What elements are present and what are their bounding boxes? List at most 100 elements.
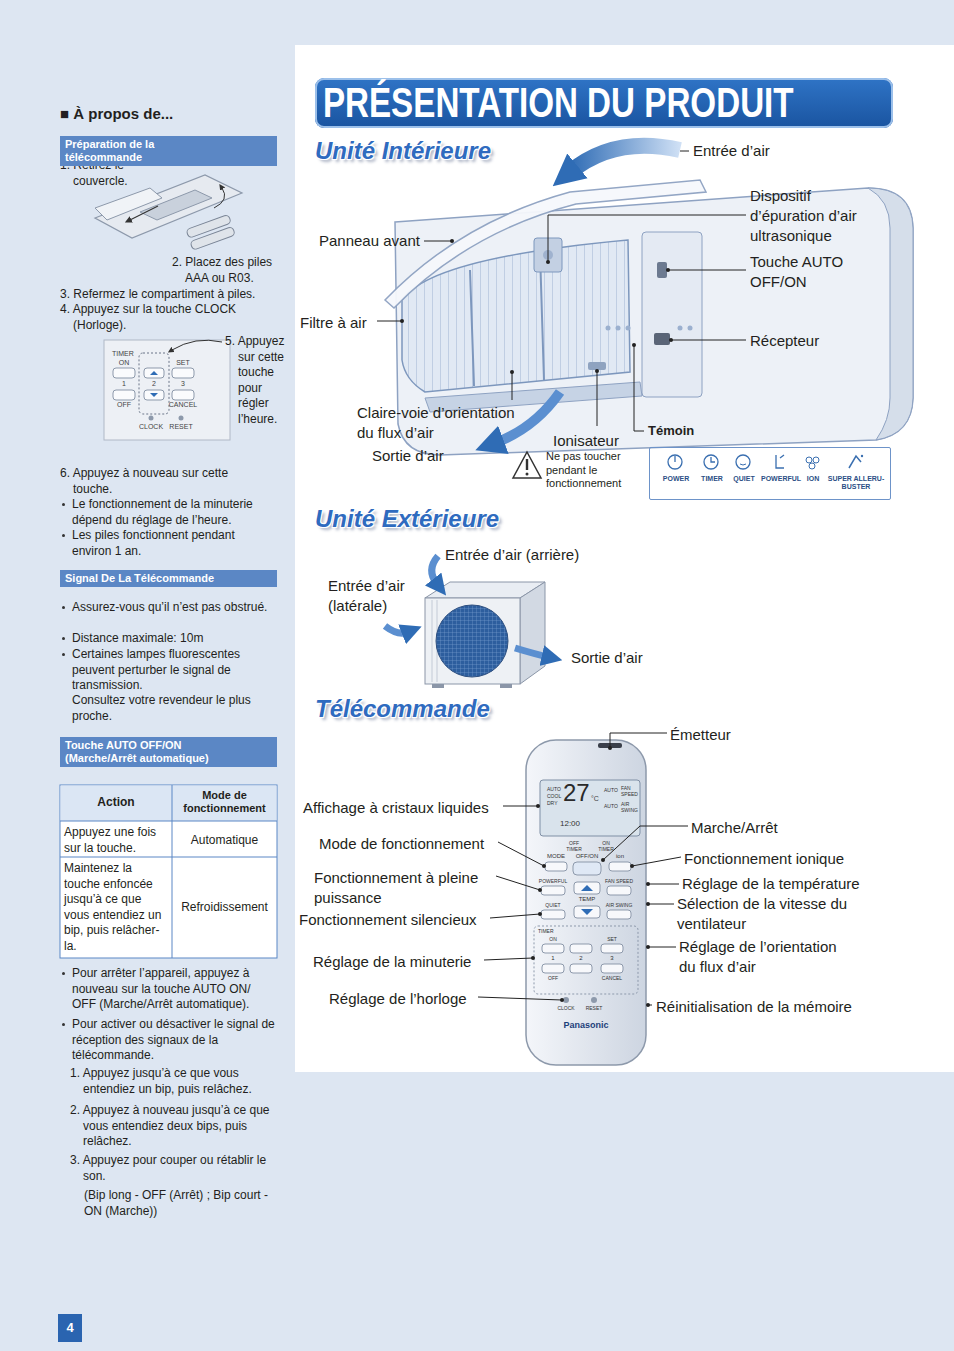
remote-control [609, 862, 631, 871]
leader-dots [666, 268, 670, 272]
air-arrow [432, 556, 438, 584]
remote-marking: °C [591, 795, 599, 803]
remote-control [591, 997, 597, 1003]
outdoor-unit [425, 582, 545, 688]
section-heading: Unité Intérieure [315, 136, 491, 166]
callout-label: Mode de fonctionnement [319, 834, 484, 854]
button-label: SET [172, 359, 194, 367]
button-label: RESET [166, 423, 196, 431]
button-label: CANCEL [166, 401, 200, 409]
remote-clock-illustration [172, 368, 194, 378]
indicator-panel-art [668, 455, 682, 469]
callout-label: Récepteur [750, 331, 819, 351]
indicator-panel-art [668, 455, 863, 469]
body-text: 3. Appuyez pour couper ou rétablir le so… [70, 1153, 275, 1184]
leader-lines [498, 842, 544, 866]
bullet-dot [62, 972, 65, 975]
section-band: Signal De La Télécommande [60, 570, 277, 587]
bullet-dot [62, 606, 65, 609]
indicator-panel-art [704, 455, 718, 469]
indoor-unit [657, 262, 667, 278]
leader-lines [377, 321, 402, 322]
page-title: PRÉSENTATION DU PRODUIT [315, 78, 772, 128]
remote-marking: AIR SWING [621, 801, 639, 813]
indicator-label: TIMER [692, 475, 732, 483]
leader-dots [536, 804, 540, 808]
body-text: ■ À propos de... [60, 105, 173, 123]
remote-clock-illustration [113, 368, 135, 378]
warning-symbol [526, 459, 528, 470]
callout-label: Réglage de l’orientation du flux d’air [679, 937, 851, 977]
remote-clock-illustration [150, 393, 158, 397]
callout-label: Touche AUTO OFF/ON [750, 252, 860, 292]
indicator-panel: TémoinPOWERTIMERQUIETPOWERFULIONSUPER AL… [649, 447, 891, 500]
body-text: Certaines lampes fluorescentes peuvent p… [72, 647, 277, 694]
remote-control [534, 926, 638, 994]
warning-symbol [513, 452, 541, 478]
indicator-panel-art [809, 463, 815, 469]
indoor-unit [688, 326, 693, 331]
callout-label: Ne pas toucher pendant le fonctionnement [546, 450, 641, 491]
callout-label: Marche/Arrêt [691, 818, 778, 838]
indicator-label: POWERFUL [761, 475, 801, 483]
leader-lines [496, 876, 540, 890]
callout-label: Dispositif d’épuration d’air ultrasoniqu… [750, 186, 885, 246]
page-number-box [58, 1314, 82, 1342]
leader-lines [668, 270, 746, 271]
leader-dots [646, 902, 650, 906]
leader-dots [400, 319, 404, 323]
leader-dots [560, 998, 564, 1002]
indicator-panel-art [740, 464, 746, 465]
leader-lines [490, 914, 540, 918]
body-text: Consultez votre revendeur le plus proche… [72, 693, 277, 724]
leader-dots [546, 260, 550, 264]
leader-lines [671, 340, 746, 341]
remote-battery-illustration [214, 188, 225, 208]
remote-marking: AUTO [604, 787, 618, 793]
section-band: Touche AUTO OFF/ON (Marche/Arrêt automat… [60, 737, 277, 767]
body-text: Les piles fonctionnent pendant environ 1… [72, 528, 277, 559]
remote-marking: TIMER [538, 928, 554, 934]
remote-marking: AUTO [604, 803, 618, 809]
remote-clock-illustration [113, 390, 135, 400]
callout-label: Réglage de l’horloge [329, 989, 467, 1009]
indicator-label: ION [793, 475, 833, 483]
section-heading: Télécommande [315, 694, 490, 724]
indoor-unit [588, 362, 606, 370]
indoor-unit [385, 180, 706, 308]
indoor-unit [654, 333, 670, 345]
remote-control [540, 780, 640, 836]
warning-symbol [513, 452, 541, 478]
callout-label: Filtre à air [300, 313, 367, 333]
callout-label: Sortie d’air [372, 446, 444, 466]
leader-lines [648, 884, 679, 885]
callout-label: Fonctionnement ionique [684, 849, 844, 869]
title-bar: PRÉSENTATION DU PRODUIT [315, 78, 893, 128]
remote-clock-illustration [104, 340, 230, 440]
callout-label: Réglage de la température [682, 874, 860, 894]
indicator-panel-art [776, 455, 784, 468]
button-label: 3 [172, 380, 194, 388]
bullet-dot [62, 653, 65, 656]
bullet-dot [62, 534, 65, 537]
page-number: 4 [58, 1320, 82, 1336]
indicator-panel-art [813, 457, 819, 463]
bullet-dot [62, 637, 65, 640]
outdoor-unit [520, 582, 545, 684]
leader-lines [603, 826, 688, 860]
indoor-unit [626, 326, 631, 331]
outdoor-unit [436, 605, 508, 677]
callout-label: Réglage de la minuterie [313, 952, 471, 972]
callout-label: Affichage à cristaux liquides [303, 798, 489, 818]
leader-lines [648, 904, 674, 905]
remote-marking: MODE [544, 853, 568, 860]
bullet-dot [62, 1023, 65, 1026]
body-text: Assurez-vous qu’il n’est pas obstrué. [72, 600, 277, 616]
button-label: 2 [143, 380, 165, 388]
remote-clock-illustration [144, 390, 164, 400]
leader-dots [646, 882, 650, 886]
leader-lines [548, 215, 746, 262]
outdoor-unit [425, 598, 520, 684]
callout-label: Entrée d’air (arrière) [445, 545, 579, 565]
leader-dots [531, 956, 535, 960]
